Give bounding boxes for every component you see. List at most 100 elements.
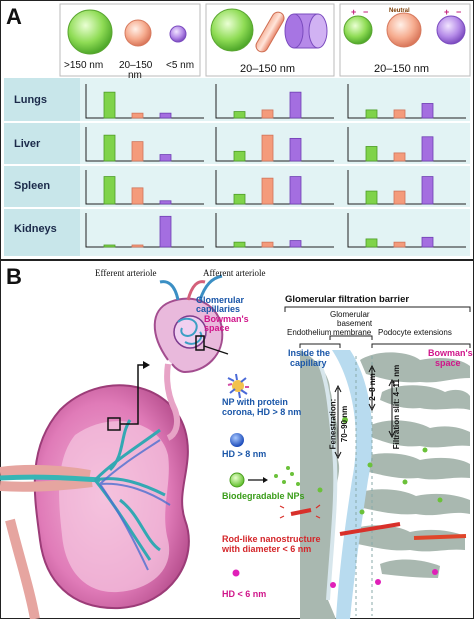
large-sphere-icon: [67, 9, 113, 55]
bar-kidneys-medium-sphere: [131, 244, 144, 248]
small-sphere-icon: [169, 25, 187, 43]
bar-spleen-negative: [421, 176, 434, 205]
bar-kidneys-positive: [365, 238, 378, 248]
minus-badge-1: −: [363, 7, 369, 17]
size-label-large: >150 nm: [64, 60, 104, 71]
glomerulus-zoom-line: [203, 345, 229, 355]
charge-group-label: 20–150 nm: [374, 63, 430, 75]
zoom-arrow-icon: [143, 361, 150, 369]
bar-spleen-small-sphere: [159, 200, 172, 205]
legend-rod-line-2: with diameter < 6 nm: [222, 544, 312, 554]
kidney-illustration: [0, 384, 190, 619]
negative-np-icon: [436, 15, 466, 45]
glomerulus-zoom-box: [195, 335, 205, 351]
organ-label-lungs: Lungs: [14, 94, 47, 106]
filtration-slit-label: Filtration slit: 4–11 nm: [392, 364, 402, 450]
legend-corona-line-2: corona, HD > 8 nm: [222, 407, 302, 417]
bar-liver-negative: [421, 136, 434, 162]
medium-sphere-icon: [124, 19, 152, 47]
bowmans-space-right-label-1: Bowman's: [428, 348, 473, 358]
inside-capillary-label-2: capillary: [290, 358, 327, 368]
organ-table: [4, 78, 470, 256]
glomerulus-illustration: [153, 274, 224, 441]
glomerular-capillaries-label-1: Glomerular: [196, 295, 245, 305]
neutral-np-icon: [386, 12, 422, 48]
plus-badge-1: +: [351, 7, 357, 17]
disc-shape-icon: [284, 13, 328, 49]
bar-lungs-positive: [365, 109, 378, 119]
bar-kidneys-negative: [421, 236, 434, 248]
sphere-shape-icon: [210, 8, 254, 52]
bar-spleen-positive: [365, 190, 378, 205]
bar-spleen-disc: [289, 176, 302, 205]
panel-b: B Efferent arteriole Afferent arteriole …: [0, 260, 474, 619]
neutral-ring-label: Neutral: [389, 8, 410, 14]
bar-liver-disc: [289, 137, 302, 162]
bar-lungs-medium-sphere: [131, 112, 144, 119]
podocyte-label: Podocyte extensions: [378, 328, 452, 337]
bar-spleen-large-sphere: [103, 176, 116, 205]
hd-gt8-np-icon: [230, 433, 244, 447]
organ-label-liver: Liver: [14, 138, 41, 150]
panel-a-letter: A: [6, 4, 22, 29]
rod-nanostructure-icon: [279, 504, 321, 519]
positive-np-icon: [343, 15, 373, 45]
np-protein-corona-icon: [227, 373, 249, 399]
fenestration-label-2: 70–90 nm: [340, 405, 350, 443]
bar-kidneys-neutral: [393, 241, 406, 248]
legend-corona-line-1: NP with protein: [222, 397, 288, 407]
bar-lungs-negative: [421, 103, 434, 119]
panel-b-letter: B: [6, 264, 22, 289]
gbm-label-3: membrane: [333, 328, 372, 337]
size-label-small: <5 nm: [166, 60, 195, 71]
bar-lungs-large-sphere: [103, 91, 116, 119]
bar-lungs-rod: [261, 109, 274, 119]
organ-label-kidneys: Kidneys: [14, 223, 57, 235]
glomerular-capillaries-label-2: capillaries: [196, 304, 241, 314]
gbm-label-1: Glomerular: [330, 310, 370, 319]
bar-spleen-sphere: [233, 193, 246, 205]
barrier-title: Glomerular filtration barrier: [285, 294, 410, 305]
legend-hd-lt6: HD < 6 nm: [222, 589, 267, 599]
shape-group-label: 20–150 nm: [240, 63, 296, 75]
bowmans-space-top-label-1: Bowman's: [204, 314, 249, 324]
size-label-medium: 20–150: [119, 60, 153, 71]
bar-charts: [85, 84, 466, 248]
panel-b-graphics: [0, 260, 474, 619]
legend-hd-gt8: HD > 8 nm: [222, 449, 267, 459]
hd-lt6-np-icon: [232, 569, 240, 577]
bar-kidneys-small-sphere: [159, 215, 172, 248]
bar-lungs-neutral: [393, 109, 406, 119]
rod-shape-icon: [255, 11, 285, 53]
efferent-arteriole-label: Efferent arteriole: [95, 268, 157, 278]
bar-spleen-rod: [261, 177, 274, 205]
organ-label-spleen: Spleen: [14, 180, 51, 192]
panel-a: A >150 nm 20–150 <5 nm nm 20–150 nm 20–1…: [0, 0, 474, 260]
bar-spleen-medium-sphere: [131, 187, 144, 205]
bowmans-space-right-label-2: space: [435, 358, 461, 368]
bar-liver-neutral: [393, 152, 406, 162]
bar-kidneys-large-sphere: [103, 244, 116, 248]
bar-liver-medium-sphere: [131, 141, 144, 162]
bar-liver-positive: [365, 146, 378, 162]
inside-capillary-label-1: Inside the: [288, 348, 331, 358]
endothelium-label: Endothelium: [287, 328, 332, 337]
bar-lungs-disc: [289, 91, 302, 119]
gbm-size-label: 2–8 nm: [367, 373, 377, 401]
bar-kidneys-disc: [289, 240, 302, 248]
bowmans-space-top-label-2: space: [204, 323, 230, 333]
gbm-label-2: basement: [337, 319, 373, 328]
bar-kidneys-sphere: [233, 241, 246, 248]
bar-liver-small-sphere: [159, 154, 172, 162]
panel-a-graphics: [0, 0, 474, 260]
fenestration-label-1: Fenestration:: [328, 398, 338, 450]
bar-liver-rod: [261, 134, 274, 162]
biodegradable-np-icon: [229, 466, 300, 488]
bar-spleen-neutral: [393, 190, 406, 205]
bar-lungs-sphere: [233, 111, 246, 119]
bar-kidneys-rod: [261, 241, 274, 248]
legend-biodegradable: Biodegradable NPs: [222, 491, 305, 501]
minus-badge-2: −: [456, 7, 462, 17]
bar-lungs-small-sphere: [159, 112, 172, 119]
afferent-arteriole-label: Afferent arteriole: [203, 268, 266, 278]
